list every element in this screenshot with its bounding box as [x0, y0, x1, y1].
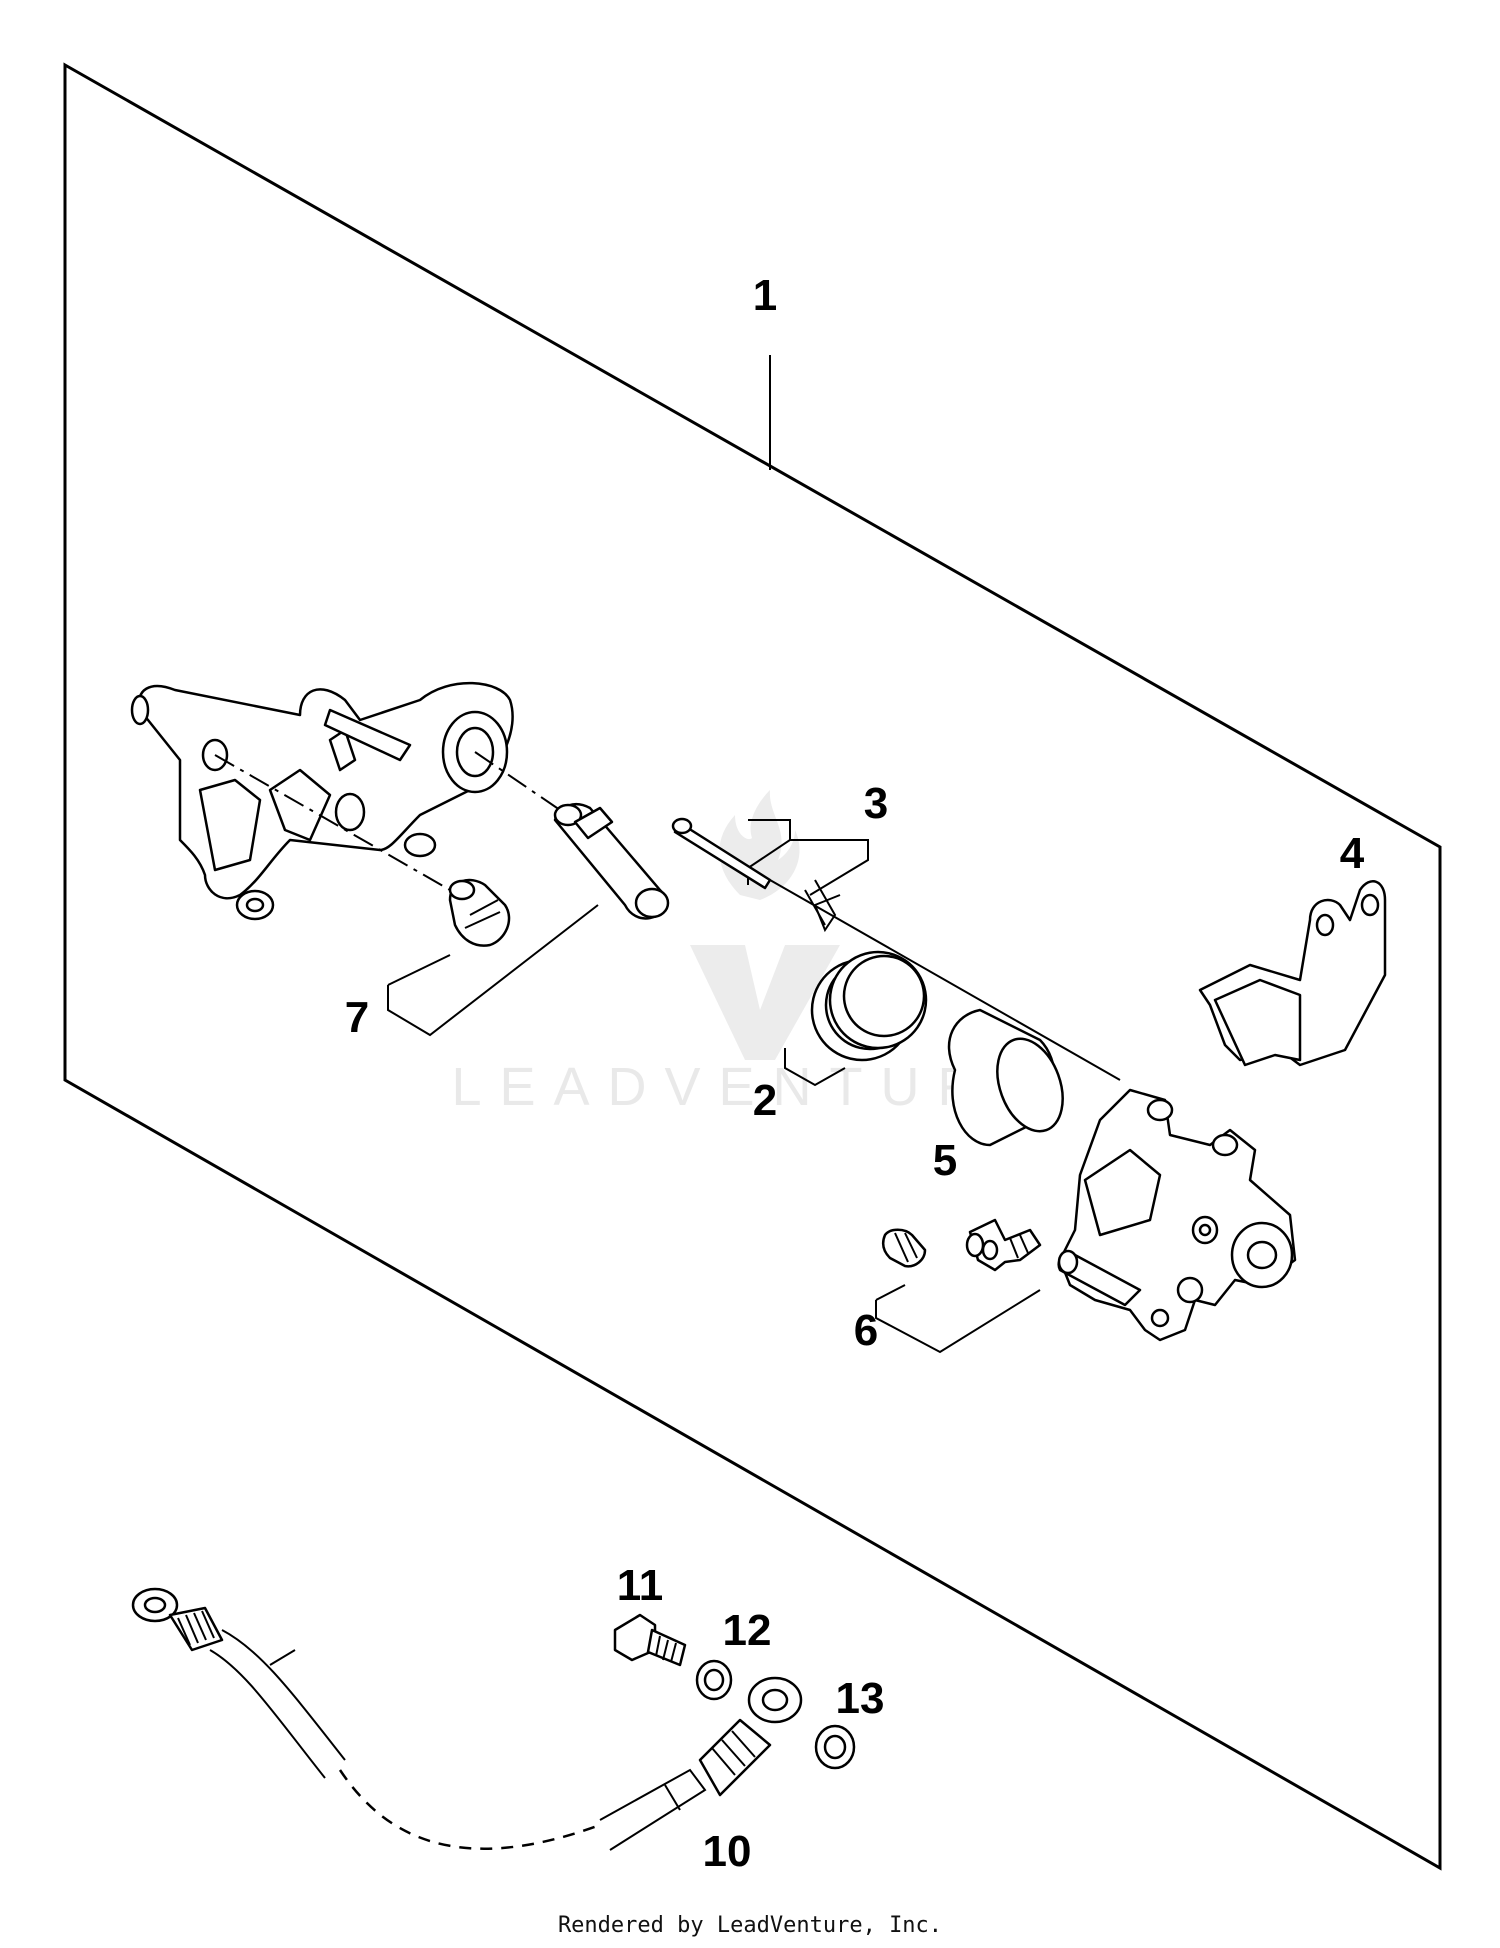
callout-5: 5 — [933, 1136, 957, 1185]
callout-6: 6 — [854, 1306, 878, 1355]
pad-pin — [671, 817, 772, 890]
footer-credit: Rendered by LeadVenture, Inc. — [558, 1913, 942, 1938]
callout-12: 12 — [723, 1606, 772, 1655]
callout-1: 1 — [753, 271, 777, 320]
callout-13: 13 — [836, 1674, 885, 1723]
kit-outline — [63, 62, 1442, 1871]
leader-7b — [387, 954, 451, 986]
bleeder-screw — [965, 1218, 1042, 1272]
leader-6 — [875, 1289, 1041, 1354]
watermark-text: LEADVENTURE — [451, 1057, 1048, 1117]
axis-line-pin — [769, 879, 1121, 1081]
rubber-boot — [448, 878, 511, 947]
leader-6b — [875, 1284, 906, 1301]
callout-2: 2 — [753, 1076, 777, 1125]
washer-12 — [695, 1659, 733, 1701]
bleeder-cap — [881, 1228, 927, 1268]
axis-line-bracket — [474, 751, 561, 811]
piston-seal — [810, 950, 928, 1062]
caliper-housing — [1057, 1088, 1297, 1342]
guide-pin — [553, 803, 670, 920]
brake-hose — [131, 1587, 803, 1851]
brake-pads — [1198, 880, 1387, 1067]
callout-10: 10 — [703, 1827, 752, 1876]
callout-4: 4 — [1340, 829, 1365, 878]
callout-7: 7 — [345, 993, 369, 1042]
leader-7 — [387, 904, 599, 1037]
axis-line-bolt — [214, 754, 451, 891]
washer-13 — [814, 1724, 856, 1770]
leader-3b — [790, 839, 869, 896]
leader-2 — [784, 1048, 846, 1087]
watermark-v-icon — [690, 945, 840, 1060]
caliper-bracket — [130, 681, 514, 921]
banjo-bolt — [613, 1613, 687, 1667]
callout-11: 11 — [617, 1561, 664, 1610]
watermark: LEADVENTURE — [451, 790, 1048, 1117]
pad-pin-clip — [804, 879, 841, 933]
callout-3: 3 — [864, 779, 888, 828]
piston — [947, 1008, 1064, 1147]
